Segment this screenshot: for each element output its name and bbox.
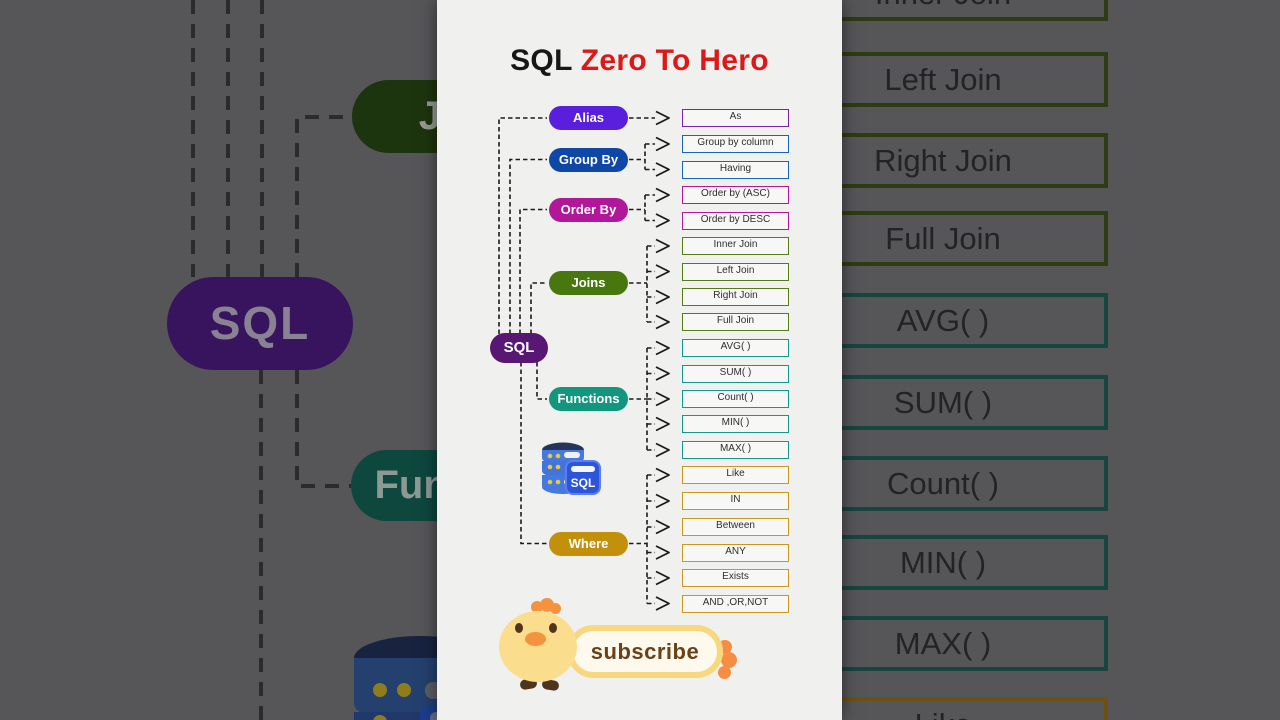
item-box: Order by (ASC)	[682, 186, 789, 204]
root-node-sql: SQL	[490, 333, 548, 363]
chick-tail-icon	[721, 652, 737, 668]
item-box: SUM( )	[682, 364, 789, 383]
database-icon-label: SQL	[571, 476, 596, 490]
item-box: Full Join	[682, 313, 789, 331]
magnified-item-box: Left Join	[842, 52, 1108, 107]
magnified-item-box: MAX( )	[842, 616, 1108, 671]
magnified-root-pill-sql: SQL	[167, 277, 353, 370]
item-box: As	[682, 109, 789, 127]
page-title: SQL Zero To Hero	[437, 44, 842, 78]
branch-pill-group-by: Group By	[549, 147, 628, 172]
item-box: IN	[682, 492, 789, 510]
branch-pill-where: Where	[549, 531, 628, 556]
branch-pill-order-by: Order By	[549, 197, 628, 222]
magnified-item-box: Right Join	[842, 133, 1108, 188]
magnified-item-box: Full Join	[842, 211, 1108, 266]
item-box: Count( )	[682, 390, 789, 408]
chick-comb	[550, 603, 561, 614]
magnified-connector-lines	[191, 0, 352, 720]
background-band-left: Joins SQL Functions	[0, 0, 437, 720]
background-band-right: Inner Join Left Join Right Join Full Joi…	[842, 0, 1280, 720]
item-box: Like	[682, 466, 789, 484]
branch-pill-functions: Functions	[549, 387, 628, 411]
magnified-item-box: Count( )	[842, 456, 1108, 511]
magnified-branch-pill-functions: Functions	[351, 450, 437, 521]
database-icon: SQL	[542, 442, 601, 495]
chick-tail-icon	[718, 666, 731, 679]
connector-lines	[498, 110, 670, 611]
item-box: Inner Join	[682, 237, 789, 255]
item-box: Exists	[682, 569, 789, 587]
item-box: Right Join	[682, 288, 789, 306]
item-box: MIN( )	[682, 415, 789, 433]
item-box: AVG( )	[682, 339, 789, 357]
chick-eye	[549, 623, 557, 633]
magnified-database-icon	[354, 636, 437, 720]
item-box: Between	[682, 518, 789, 536]
item-box: Having	[682, 160, 789, 179]
infographic-panel: SQL Zero To Hero	[437, 0, 842, 720]
magnified-item-box: Like	[842, 697, 1108, 720]
magnified-item-box: SUM( )	[842, 375, 1108, 430]
magnified-item-box: AVG( )	[842, 293, 1108, 348]
chick-body	[499, 611, 577, 682]
title-prefix: SQL	[510, 44, 573, 77]
item-box: MAX( )	[682, 441, 789, 459]
subscribe-button[interactable]: subscribe	[567, 625, 723, 678]
item-box: Left Join	[682, 262, 789, 281]
arrowhead-icons	[655, 110, 670, 611]
branch-pill-alias: Alias	[549, 106, 628, 130]
item-box: AND ,OR,NOT	[682, 594, 789, 613]
chick-eye	[515, 623, 523, 633]
chick-beak	[525, 632, 546, 646]
magnified-branch-pill-joins: Joins	[352, 80, 437, 153]
subscribe-button-label: subscribe	[573, 631, 717, 672]
item-box: Order by DESC	[682, 211, 789, 230]
branch-pill-joins: Joins	[549, 271, 628, 295]
item-box: ANY	[682, 543, 789, 562]
magnified-item-box: MIN( )	[842, 535, 1108, 590]
item-box: Group by column	[682, 135, 789, 153]
magnified-item-box: Inner Join	[842, 0, 1108, 21]
title-highlight: Zero To Hero	[580, 44, 769, 77]
